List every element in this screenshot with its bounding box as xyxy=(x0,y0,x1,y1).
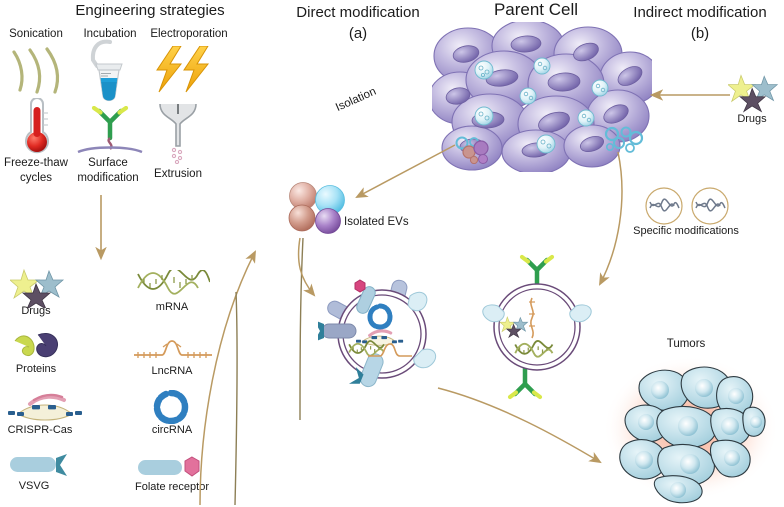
lncrna-icon xyxy=(134,340,212,358)
cargo-label-vsvg: VSVG xyxy=(18,480,50,492)
heading-engineering-strategies: Engineering strategies xyxy=(75,2,225,19)
strategy-label-freeze-thaw-l1: Freeze-thaw xyxy=(4,157,68,169)
strategy-label-sonication: Sonication xyxy=(9,28,63,40)
label-isolated-evs: Isolated EVs xyxy=(344,216,409,228)
cargo-label-proteins: Proteins xyxy=(15,363,57,375)
heading-indirect-modification: Indirect modification xyxy=(633,4,767,21)
cargo-label-circrna: circRNA xyxy=(151,424,193,436)
cargo-label-folate-receptor: Folate receptor xyxy=(135,481,209,493)
lightning-bolts-icon xyxy=(156,46,210,93)
folate-receptor-icon xyxy=(138,456,200,477)
strategy-label-freeze-thaw-l2: cycles xyxy=(20,172,52,184)
heading-indirect-modification-tag: (b) xyxy=(690,25,710,42)
label-drugs-right: Drugs xyxy=(737,113,767,125)
engineered-ev-indirect xyxy=(482,254,592,400)
funnel-extruder-icon xyxy=(159,103,197,164)
crispr-cas-icon xyxy=(8,393,82,421)
mrna-helix-icon xyxy=(137,270,210,295)
released-evs-left xyxy=(455,136,489,164)
strategy-label-extrusion: Extrusion xyxy=(154,168,202,180)
cargo-label-mrna: mRNA xyxy=(155,301,189,313)
cargo-label-lncrna: LncRNA xyxy=(151,365,193,377)
tumor-mass xyxy=(603,356,779,504)
sound-waves-icon xyxy=(12,47,60,94)
thermometer-icon xyxy=(25,98,49,154)
strategy-label-incubation: Incubation xyxy=(83,28,137,40)
drugs-right-icon xyxy=(728,74,779,113)
heading-direct-modification: Direct modification xyxy=(296,4,420,21)
isolated-evs-cluster xyxy=(288,182,345,234)
antibody-membrane-icon xyxy=(77,106,143,154)
stars-drugs-icon xyxy=(10,268,65,308)
cargo-label-crispr-cas: CRISPR-Cas xyxy=(7,424,73,436)
strategy-label-surface-l2: modification xyxy=(77,172,139,184)
eppendorf-tube-icon xyxy=(90,39,123,102)
parent-cell-cluster xyxy=(432,22,652,172)
cargo-label-drugs: Drugs xyxy=(21,305,51,317)
strategy-label-electroporation: Electroporation xyxy=(150,28,228,40)
vsvg-icon xyxy=(10,454,67,476)
circrna-icon xyxy=(153,390,189,424)
specific-modifications-icon xyxy=(645,187,729,225)
released-evs-right xyxy=(604,126,644,153)
heading-direct-modification-tag: (a) xyxy=(348,25,368,42)
protein-blob-icon xyxy=(14,333,59,358)
strategy-label-surface-l1: Surface xyxy=(88,157,128,169)
label-specific-modifications: Specific modifications xyxy=(633,225,739,237)
label-tumors: Tumors xyxy=(666,338,706,350)
heading-parent-cell: Parent Cell xyxy=(493,0,579,19)
engineered-ev-direct xyxy=(318,279,437,388)
